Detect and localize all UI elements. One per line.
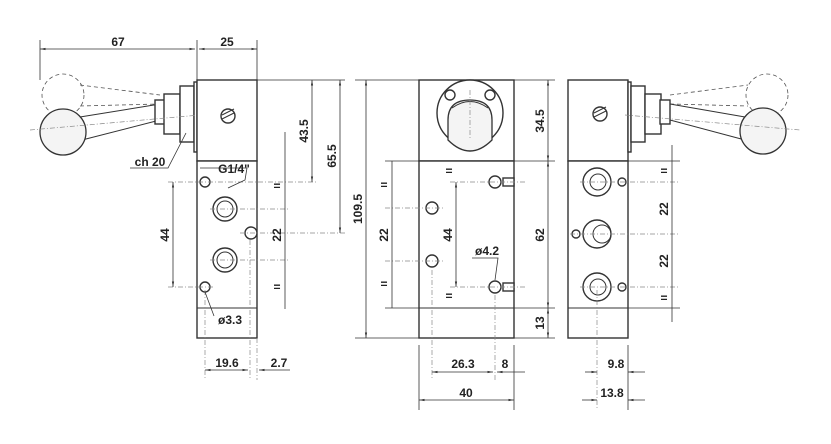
dim-port-pitch: 22 xyxy=(270,228,284,242)
valve-body xyxy=(418,160,515,339)
dim-lever-length: 67 xyxy=(111,35,125,49)
equal-mark: = xyxy=(445,164,452,178)
port-thread-label: G1/4" xyxy=(218,162,250,176)
equal-mark: = xyxy=(380,178,387,192)
dim-pitch-1: 22 xyxy=(657,202,671,216)
lever-ball xyxy=(39,108,87,156)
dim-pitch-2: 22 xyxy=(657,254,671,268)
dim-to-center: 65.5 xyxy=(325,144,339,168)
dim-total-height: 109.5 xyxy=(351,194,365,224)
screw-icon xyxy=(592,106,608,122)
hex-nut xyxy=(630,85,646,143)
hole-diameter-label: ø4.2 xyxy=(475,244,499,258)
dim-base: 13 xyxy=(533,316,547,330)
dim-body: 62 xyxy=(533,228,547,242)
equal-mark: = xyxy=(660,164,667,178)
equal-mark: = xyxy=(660,291,667,305)
dim-body-width: 25 xyxy=(220,35,234,49)
hex-nut xyxy=(179,85,195,143)
dim-head: 34.5 xyxy=(533,109,547,133)
dim-edge-offset: 2.7 xyxy=(271,356,288,370)
dim-hole-spacing: 44 xyxy=(158,228,172,242)
screw-icon xyxy=(220,108,236,124)
lever-handle xyxy=(29,73,201,156)
dim-hole-edge: 8 xyxy=(502,357,509,371)
dim-head-height: 43.5 xyxy=(297,119,311,143)
rear-view: 22 22 = = 9.8 13.8 xyxy=(567,73,801,410)
lever-handle xyxy=(624,73,801,155)
dim-hole-offset: 19.6 xyxy=(215,356,239,370)
equal-mark: = xyxy=(380,277,387,291)
dim-hole-x: 26.3 xyxy=(451,357,475,371)
equal-mark: = xyxy=(273,280,280,294)
dim-width: 40 xyxy=(459,386,473,400)
dim-port-offset: 9.8 xyxy=(608,357,625,371)
lever-ball xyxy=(739,107,787,155)
dim-hole-spacing: 44 xyxy=(441,228,455,242)
wrench-size-label: ch 20 xyxy=(135,155,166,169)
front-view: 109.5 22 44 34.5 62 13 = = = = ø4.2 26.3… xyxy=(351,79,555,410)
equal-mark: = xyxy=(445,289,452,303)
dim-hole-pitch: 22 xyxy=(377,228,391,242)
hole-diameter-label: ø3.3 xyxy=(218,313,242,327)
side-view: 67 25 43.5 65.5 22 44 = = ch 20 G1/4" ø3… xyxy=(29,35,345,380)
equal-mark: = xyxy=(273,179,280,193)
dim-port-offset-2: 13.8 xyxy=(600,386,624,400)
